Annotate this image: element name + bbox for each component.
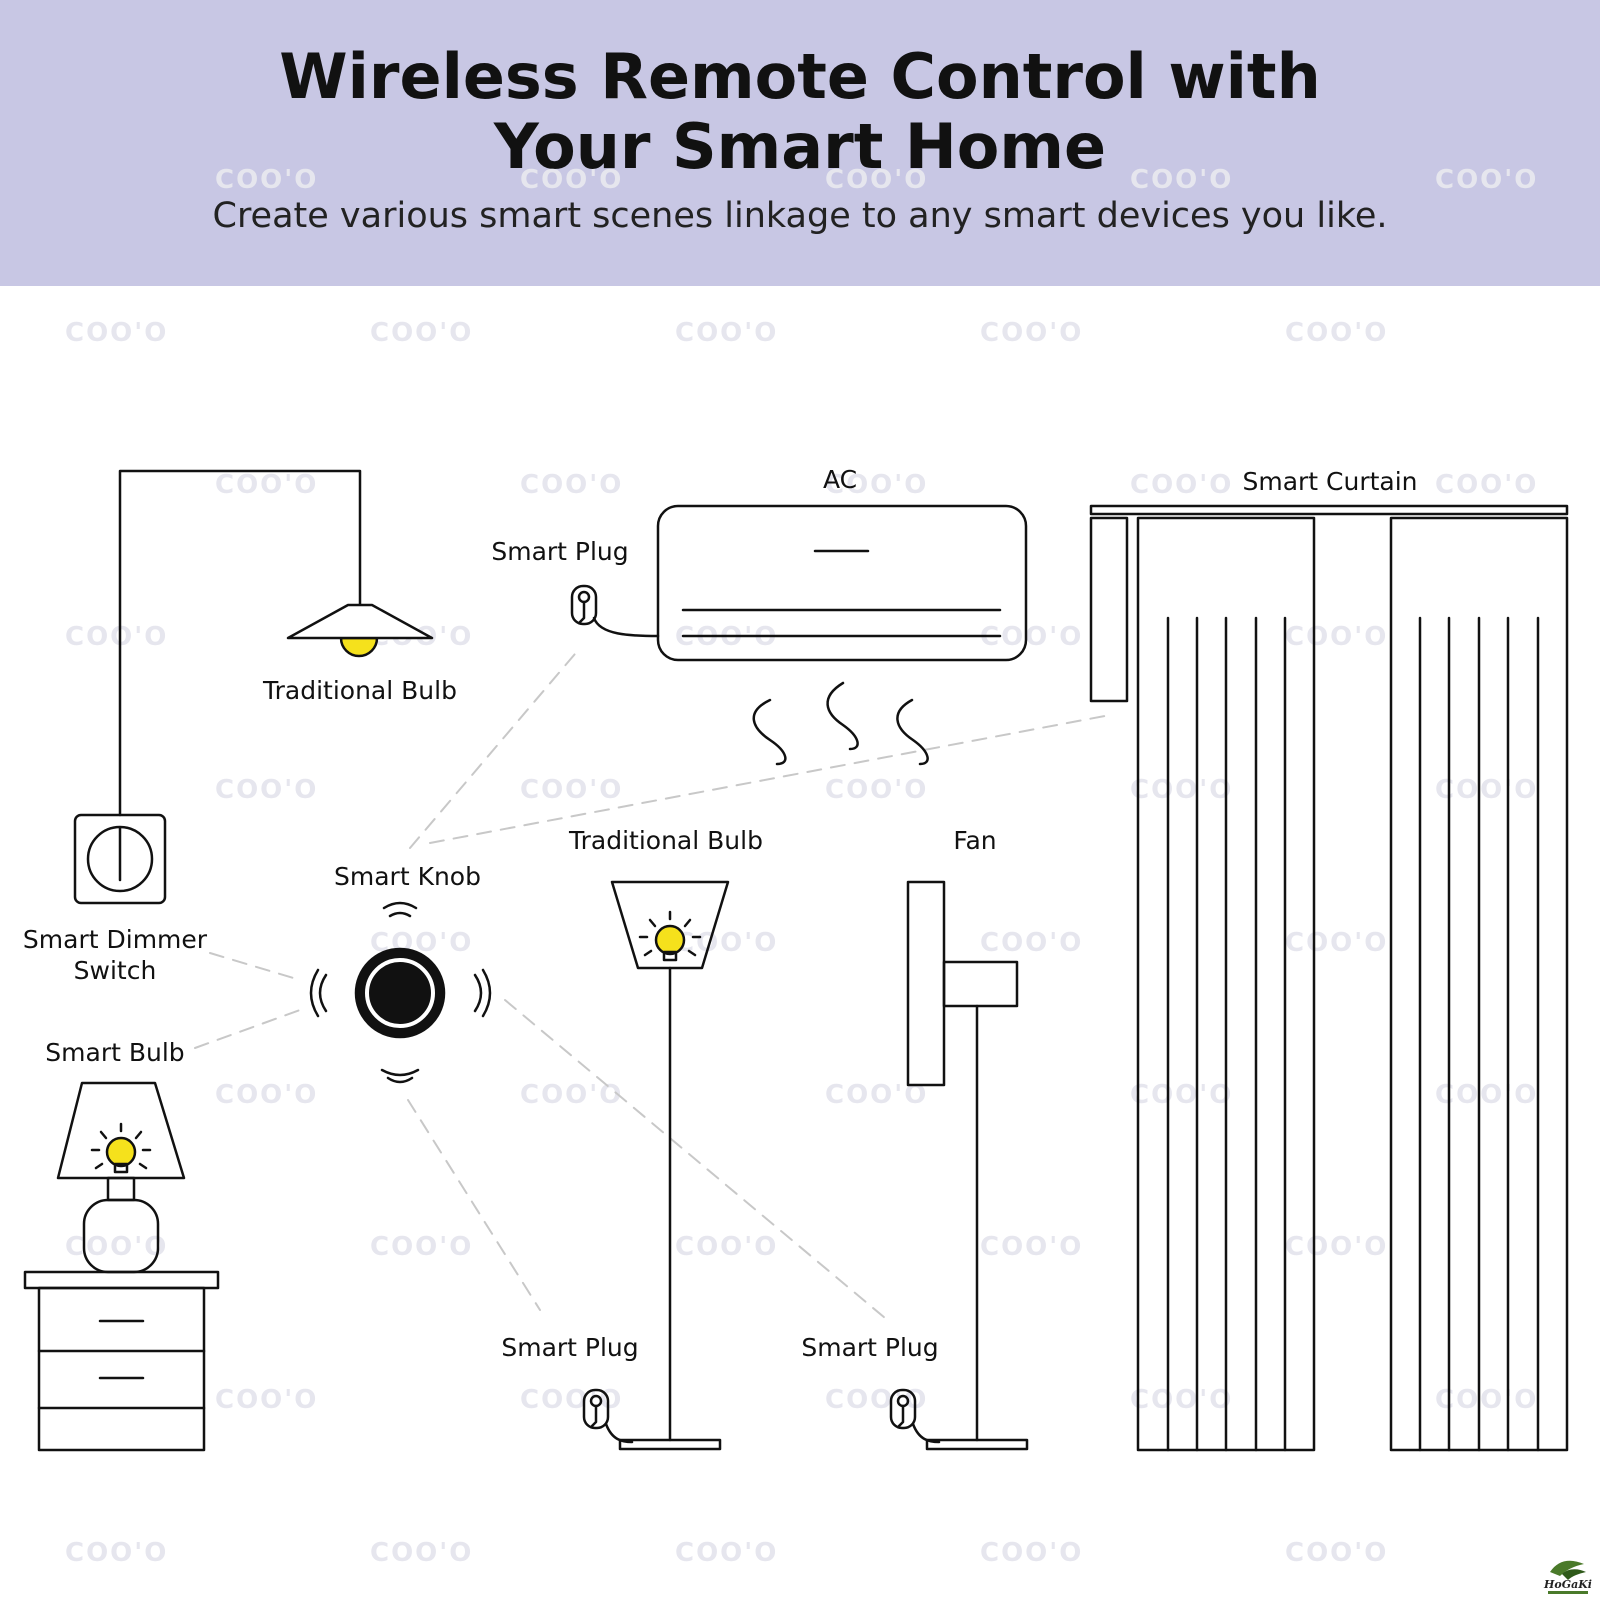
smart-bulb <box>105 1136 137 1168</box>
label-traditional-bulb-pendant: Traditional Bulb <box>263 676 457 705</box>
watermark: COO'O <box>215 165 319 195</box>
svg-text:HoGaKi: HoGaKi <box>1543 1578 1592 1591</box>
smart-knob <box>309 901 492 1084</box>
watermark: COO'O <box>520 1385 624 1415</box>
watermark: COO'O <box>370 1538 474 1568</box>
watermark: COO'O <box>215 1080 319 1110</box>
pendant-shade <box>286 603 434 640</box>
link-to-curtain <box>429 714 1111 844</box>
watermark: COO'O <box>1285 1538 1389 1568</box>
label-ac: AC <box>822 465 858 494</box>
watermark: COO'O <box>980 928 1084 958</box>
watermark: COO'O <box>65 318 169 348</box>
watermark: COO'O <box>980 1232 1084 1262</box>
watermark: COO'O <box>520 470 624 500</box>
label-fan: Fan <box>953 826 997 855</box>
smart-curtain <box>1089 504 1569 1452</box>
label-smart-plug-fan: Smart Plug <box>801 1333 939 1362</box>
watermark: COO'O <box>1285 928 1389 958</box>
label-smart-plug-floor-lamp: Smart Plug <box>501 1333 639 1362</box>
watermark: COO'O <box>825 775 929 805</box>
label-smart-plug-ac: Smart Plug <box>491 537 629 566</box>
watermark: COO'O <box>65 1232 169 1262</box>
label-traditional-bulb-floor: Traditional Bulb <box>569 826 763 855</box>
pendant-lamp <box>118 469 434 817</box>
watermark: COO'O <box>1130 1080 1234 1110</box>
watermark: COO'O <box>1435 775 1539 805</box>
watermark: COO'O <box>825 165 929 195</box>
floor-lamp-bulb <box>654 924 686 956</box>
watermark: COO'O <box>1285 622 1389 652</box>
page-subtitle: Create various smart scenes linkage to a… <box>212 196 1388 236</box>
watermark: COO'O <box>980 318 1084 348</box>
watermark: COO'O <box>675 318 779 348</box>
page-title-line-2: Your Smart Home <box>493 110 1107 183</box>
floor-lamp <box>610 880 730 1451</box>
airflow-3 <box>896 698 929 766</box>
header-banner <box>0 0 1600 286</box>
watermark: COO'O <box>1130 775 1234 805</box>
watermark: COO'O <box>1435 165 1539 195</box>
smart-bulb-lamp <box>56 1081 186 1274</box>
watermark: COO'O <box>215 1385 319 1415</box>
watermark: COO'O <box>1435 1385 1539 1415</box>
watermark: COO'O <box>370 318 474 348</box>
label-smart-curtain: Smart Curtain <box>1242 467 1418 496</box>
link-to-dimmer-switch <box>209 952 301 981</box>
brand-logo: HoGaKi <box>1543 1560 1592 1594</box>
label-smart-knob: Smart Knob <box>334 862 481 891</box>
watermark: COO'O <box>675 1538 779 1568</box>
link-to-ac-plug <box>409 647 581 849</box>
air-conditioner <box>656 504 1028 766</box>
label-smart-dimmer-switch-line-2: Switch <box>73 956 157 985</box>
watermark: COO'O <box>215 470 319 500</box>
watermark: COO'O <box>1130 1385 1234 1415</box>
smart-plug-fan <box>889 1388 941 1444</box>
watermark: COO'O <box>1130 165 1234 195</box>
smart-plug-floor-lamp <box>582 1388 634 1444</box>
label-smart-bulb: Smart Bulb <box>45 1038 185 1067</box>
watermark: COO'O <box>370 1232 474 1262</box>
watermark: COO'O <box>1285 1232 1389 1262</box>
watermark: COO'O <box>1435 470 1539 500</box>
nightstand <box>23 1270 220 1452</box>
airflow-2 <box>826 681 859 751</box>
page-title-line-1: Wireless Remote Control with <box>279 40 1321 113</box>
link-to-floor-plug <box>407 1099 541 1311</box>
watermark: COO'O <box>825 470 929 500</box>
connection-lines <box>194 647 1111 1319</box>
watermark: COO'O <box>980 1538 1084 1568</box>
floor-lamp-shade <box>610 880 730 970</box>
label-smart-dimmer-switch-line-1: Smart Dimmer <box>22 925 208 954</box>
watermark: COO'O <box>1435 1080 1539 1110</box>
link-to-smart-bulb <box>194 1009 301 1049</box>
pendant-bulb <box>339 636 379 658</box>
watermark: COO'O <box>1130 470 1234 500</box>
lamp-wire <box>118 469 362 817</box>
watermark: COO'O <box>65 622 169 652</box>
watermark: COO'O <box>520 165 624 195</box>
watermark: COO'O <box>215 775 319 805</box>
fan <box>906 880 1029 1451</box>
watermark: COO'O <box>520 1080 624 1110</box>
watermark: COO'O <box>1285 318 1389 348</box>
link-to-fan-plug <box>504 999 886 1319</box>
airflow-1 <box>752 698 787 766</box>
watermark: COO'O <box>675 1232 779 1262</box>
watermark: COO'O <box>65 1538 169 1568</box>
smart-dimmer-switch <box>73 813 167 905</box>
watermark: COO'O <box>520 775 624 805</box>
smart-plug-ac <box>570 584 660 638</box>
